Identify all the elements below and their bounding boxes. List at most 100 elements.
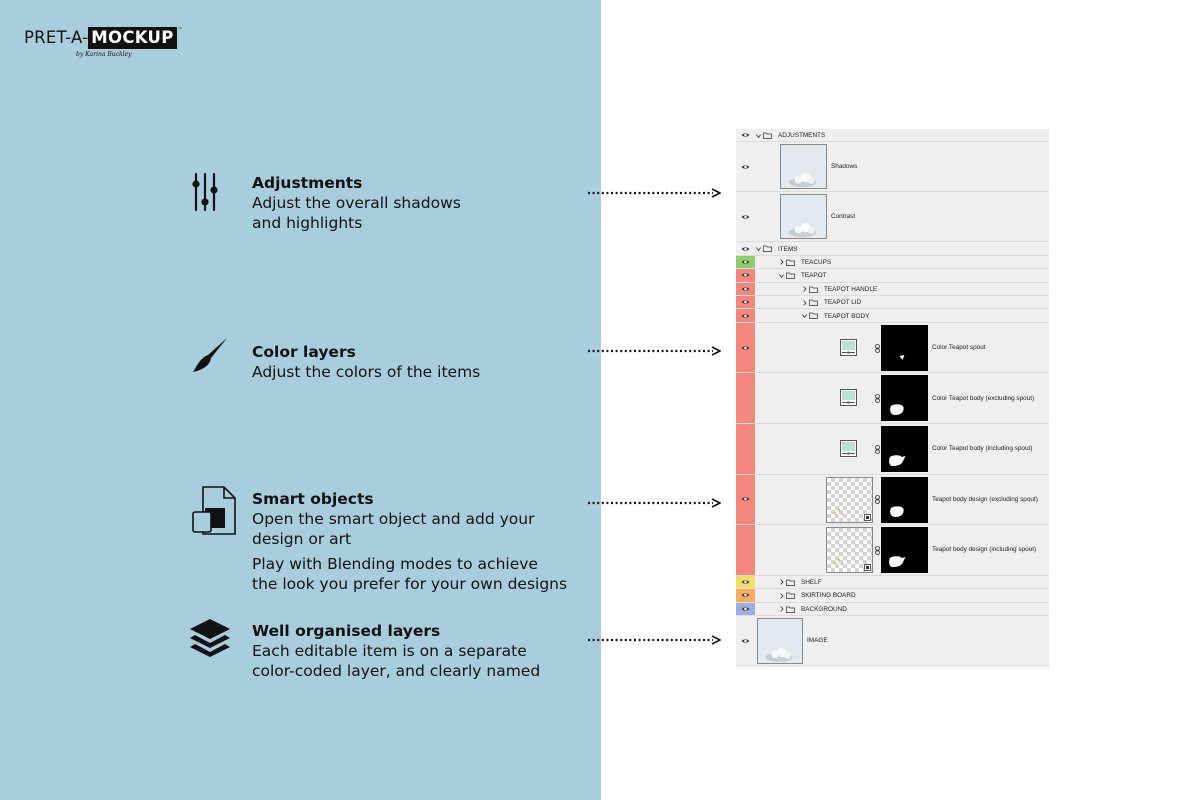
layer-row[interactable]: Contrast (736, 192, 1049, 243)
color-fill-icon (840, 440, 857, 457)
pattern-sprig-icon (833, 508, 844, 515)
layer-thumbnail (780, 144, 827, 190)
eye-icon (741, 497, 750, 502)
logo-text-bold: MOCKUP (88, 27, 177, 49)
visibility-toggle[interactable] (736, 242, 755, 254)
layer-name: BACKGROUND (801, 605, 847, 613)
info-panel: PRET-A- MOCKUP ™ by Karina Buckley Adjus… (0, 0, 601, 800)
chevron-right-icon[interactable] (802, 299, 807, 306)
link-icon[interactable] (875, 495, 880, 505)
eye-icon (741, 215, 750, 219)
color-fill-icon (840, 338, 857, 356)
layer-row[interactable]: Color Teapot body (including spout) (736, 424, 1049, 475)
layer-name: Teapot body design (including spout) (932, 546, 1037, 554)
layer-row[interactable]: ITEMS (736, 242, 1049, 256)
chevron-down-icon[interactable] (756, 133, 761, 139)
folder-icon (786, 272, 795, 280)
layer-name: Teapot body design (excluding spout) (932, 495, 1038, 503)
layer-row[interactable]: Teapot body design (including spout) (736, 525, 1049, 576)
folder-icon (786, 579, 795, 586)
smart-object-badge-icon (864, 513, 871, 521)
eye-icon (741, 286, 750, 291)
layer-row[interactable]: TEACUPS (736, 255, 1049, 270)
chevron-right-icon[interactable] (779, 579, 784, 586)
folder-icon (786, 259, 795, 266)
layer-row[interactable]: SHELF (736, 575, 1049, 590)
visibility-toggle[interactable] (736, 296, 755, 309)
visibility-toggle[interactable] (736, 322, 755, 373)
eye-icon (741, 246, 750, 251)
visibility-toggle[interactable] (736, 192, 755, 241)
feature-color-layers: Color layers Adjust the colors of the it… (252, 342, 480, 382)
visibility-toggle[interactable] (736, 589, 755, 602)
chevron-right-icon[interactable] (779, 259, 784, 266)
folder-icon (809, 313, 818, 320)
layer-mask-thumbnail (881, 527, 928, 574)
feature-title: Well organised layers (252, 622, 441, 640)
visibility-toggle[interactable] (736, 575, 755, 589)
eye-icon (741, 313, 750, 318)
feature-title: Adjustments (252, 174, 363, 192)
visibility-toggle[interactable] (736, 474, 755, 525)
visibility-toggle[interactable] (736, 525, 755, 575)
eye-icon (741, 300, 750, 304)
visibility-toggle[interactable] (736, 282, 755, 295)
logo-trademark: ™ (177, 27, 183, 33)
layer-row[interactable]: Color Teapot spout (736, 322, 1049, 374)
visibility-toggle[interactable] (736, 269, 755, 282)
layer-name: TEAPOT LID (824, 299, 862, 307)
layer-row[interactable]: BACKGROUND (736, 602, 1049, 616)
eye-icon (741, 593, 750, 598)
layer-name: Color Teapot spout (932, 344, 986, 352)
folder-icon (809, 286, 818, 293)
layer-row[interactable]: ADJUSTMENTS (736, 129, 1049, 143)
layer-name: TEAPOT HANDLE (824, 285, 878, 293)
feature-smart-objects: Smart objects Open the smart object and … (252, 489, 567, 594)
chevron-down-icon[interactable] (756, 246, 761, 252)
pointer-arrow (588, 188, 721, 198)
visibility-toggle[interactable] (736, 142, 755, 191)
visibility-toggle[interactable] (736, 129, 755, 141)
visibility-toggle[interactable] (736, 602, 755, 615)
chevron-right-icon[interactable] (779, 593, 784, 599)
chevron-down-icon[interactable] (802, 313, 807, 319)
layer-thumbnail (780, 194, 827, 240)
feature-desc: Adjust the overall shadows and highlight… (252, 194, 461, 232)
chevron-down-icon[interactable] (779, 273, 784, 279)
feature-desc: Play with Blending modes to achieve the … (252, 555, 568, 593)
smart-object-icon (192, 486, 236, 535)
layer-name: Shadows (831, 163, 858, 171)
link-icon[interactable] (875, 546, 880, 555)
layer-row[interactable]: Teapot body design (excluding spout) (736, 474, 1049, 526)
visibility-toggle[interactable] (736, 373, 755, 423)
visibility-toggle[interactable] (736, 255, 755, 269)
layer-row[interactable]: Color Teapot body (excluding spout) (736, 373, 1049, 424)
link-icon[interactable] (875, 394, 880, 403)
feature-organised-layers: Well organised layers Each editable item… (252, 621, 540, 681)
layer-mask-thumbnail (881, 476, 928, 523)
visibility-toggle[interactable] (736, 424, 755, 474)
layer-row[interactable]: IMAGE (736, 616, 1049, 666)
visibility-toggle[interactable] (736, 309, 755, 322)
layer-row[interactable]: TEAPOT LID (736, 296, 1049, 310)
layer-name: TEAPOT BODY (824, 312, 870, 320)
layer-mask-thumbnail (881, 375, 928, 422)
layer-row[interactable]: SKIRTING BOARD (736, 589, 1049, 603)
layer-row[interactable]: TEAPOT HANDLE (736, 282, 1049, 296)
link-icon[interactable] (875, 444, 880, 454)
feature-desc: Open the smart object and add your desig… (252, 510, 535, 548)
feature-adjustments: Adjustments Adjust the overall shadows a… (252, 173, 461, 233)
feature-title: Smart objects (252, 490, 374, 508)
visibility-toggle[interactable] (736, 616, 755, 665)
layer-row[interactable]: TEAPOT BODY (736, 309, 1049, 323)
feature-desc: Adjust the colors of the items (252, 363, 481, 381)
link-icon[interactable] (875, 343, 880, 353)
layer-row[interactable]: Shadows (736, 142, 1049, 193)
eye-icon (741, 273, 750, 278)
feature-desc: Each editable item is on a separate colo… (252, 642, 541, 680)
layer-row[interactable]: TEAPOT (736, 269, 1049, 283)
chevron-right-icon[interactable] (802, 286, 807, 293)
layer-name: TEACUPS (801, 259, 832, 267)
chevron-right-icon[interactable] (779, 606, 784, 613)
folder-icon (809, 299, 818, 306)
